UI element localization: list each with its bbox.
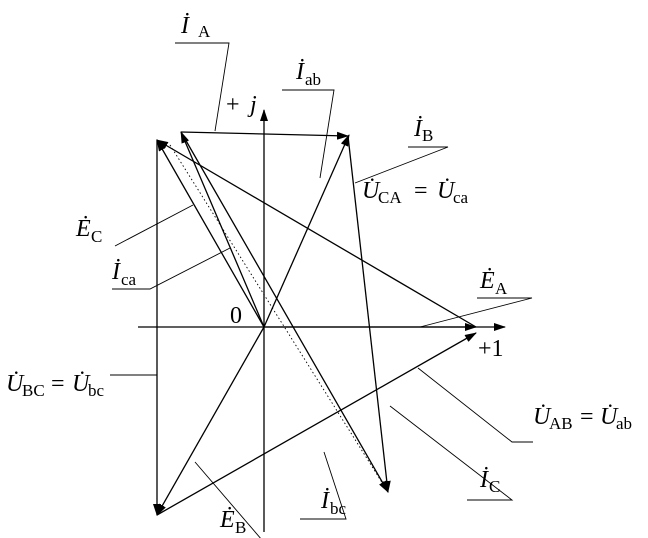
svg-text:İ: İ — [320, 488, 330, 514]
svg-text:=: = — [51, 371, 65, 397]
ib-leader — [354, 146, 449, 184]
ea-leader — [419, 297, 533, 328]
label-ia: İ A — [180, 13, 211, 41]
svg-text:Ė: Ė — [75, 216, 91, 242]
svg-text:İ: İ — [180, 13, 190, 39]
ic-dotted-phasor — [169, 144, 389, 493]
svg-text:ab: ab — [616, 414, 632, 433]
label-ec: Ė C — [75, 216, 102, 246]
ec-phasor — [156, 139, 265, 328]
origin-label: 0 — [230, 303, 242, 329]
svg-text:U̇: U̇ — [362, 178, 381, 204]
label-eb: Ė B — [219, 507, 246, 537]
svg-text:B: B — [422, 126, 433, 145]
label-ea: Ė A — [479, 268, 508, 298]
eb-phasor — [156, 326, 265, 516]
ia-leader — [175, 42, 230, 132]
label-uca: U̇ CA = U̇ ca — [362, 178, 469, 207]
svg-text:İ: İ — [295, 59, 305, 85]
leader-lines — [110, 42, 533, 538]
svg-text:bc: bc — [88, 381, 105, 400]
svg-text:U̇: U̇ — [6, 371, 25, 397]
svg-text:B: B — [235, 518, 246, 537]
svg-text:ab: ab — [305, 70, 321, 89]
svg-text:=: = — [580, 404, 594, 430]
svg-text:AB: AB — [549, 414, 573, 433]
label-ica: İ ca — [111, 259, 137, 289]
svg-text:C: C — [91, 227, 102, 246]
svg-text:U̇: U̇ — [600, 404, 619, 430]
svg-text:Ė: Ė — [219, 507, 235, 533]
ibc-leader — [300, 451, 347, 520]
svg-text:Ė: Ė — [479, 268, 495, 294]
uab-leader — [417, 367, 533, 443]
svg-text:U̇: U̇ — [72, 371, 91, 397]
real-axis-label: +1 — [478, 336, 504, 362]
svg-text:CA: CA — [378, 188, 402, 207]
iab-phasor — [263, 134, 350, 328]
label-iab: İ ab — [295, 59, 321, 89]
label-uab: U̇ AB = U̇ ab — [533, 404, 632, 433]
svg-text:C: C — [489, 477, 500, 496]
svg-text:bc: bc — [330, 499, 347, 518]
svg-text:ca: ca — [121, 270, 137, 289]
svg-text:ca: ca — [453, 188, 469, 207]
svg-text:U̇: U̇ — [533, 404, 552, 430]
svg-text:A: A — [198, 22, 211, 41]
svg-text:İ: İ — [413, 116, 423, 142]
svg-text:=: = — [414, 178, 428, 204]
ica-leader — [112, 247, 231, 290]
eb-leader — [194, 461, 261, 538]
svg-text:İ: İ — [479, 467, 489, 493]
label-ib: İ B — [413, 116, 433, 145]
svg-text:A: A — [495, 279, 508, 298]
imag-axis-plus: + — [226, 92, 240, 118]
ibc-phasor — [180, 131, 389, 493]
ec-leader — [114, 204, 194, 247]
ica-phasor — [180, 131, 265, 328]
svg-text:U̇: U̇ — [437, 178, 456, 204]
ic-leader — [389, 405, 514, 501]
ia-phasor — [180, 131, 349, 140]
svg-text:BC: BC — [22, 381, 45, 400]
label-ubc: U̇ BC = U̇ bc — [6, 371, 105, 400]
iab-leader — [282, 89, 335, 179]
label-ic: İ C — [479, 467, 500, 496]
imag-axis-j: j — [247, 92, 257, 118]
label-ibc: İ bc — [320, 488, 347, 518]
svg-text:İ: İ — [111, 259, 121, 285]
uca-phasor — [156, 139, 477, 328]
uab-phasor — [156, 332, 477, 516]
ib-phasor — [347, 135, 391, 493]
